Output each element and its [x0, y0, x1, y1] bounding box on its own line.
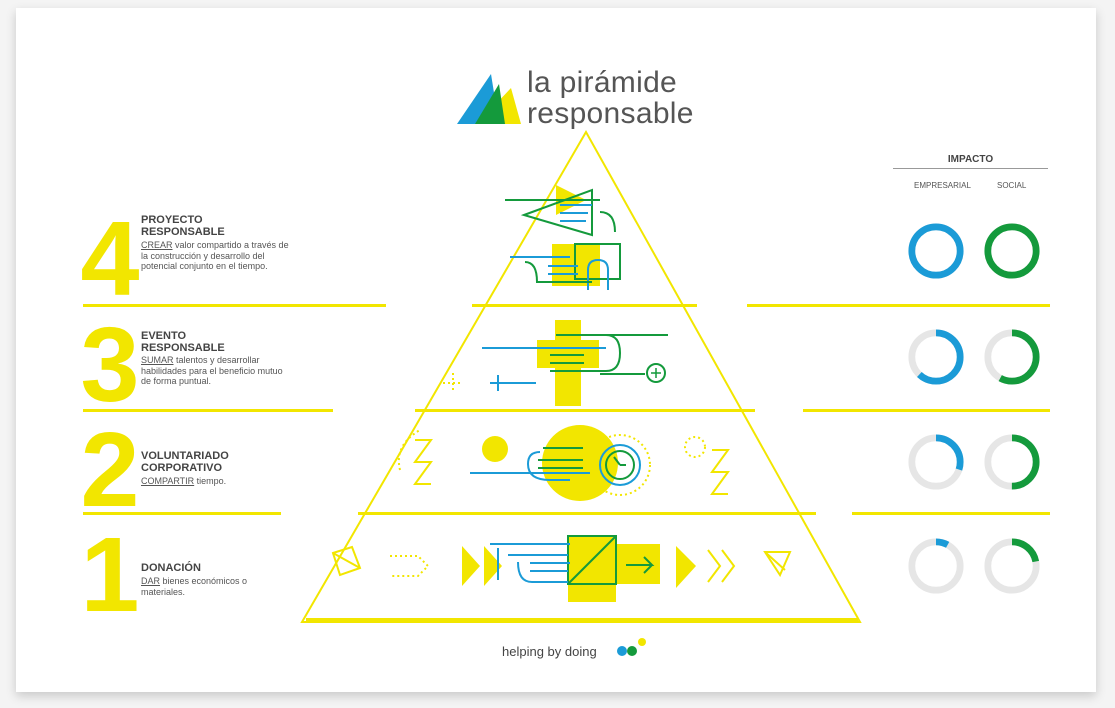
- divider-left-4: [83, 304, 386, 307]
- level-4-description: CREAR valor compartido a través de la co…: [141, 240, 291, 272]
- level-2-verb: COMPARTIR: [141, 476, 195, 486]
- impact-heading-rule: [893, 168, 1048, 169]
- ring-social-1: [984, 538, 1040, 594]
- ring-social-4: [984, 223, 1040, 279]
- footer-tagline: helping by doing: [502, 644, 597, 659]
- divider-right-2: [852, 512, 1050, 515]
- level-3-title-line2: RESPONSABLE: [141, 342, 225, 354]
- ring-social-3: [984, 329, 1040, 385]
- divider-center-3: [415, 409, 755, 412]
- level-number-1: 1: [80, 516, 140, 634]
- level-2-illustration: [398, 425, 730, 501]
- ring-empresarial-1: [908, 538, 964, 594]
- divider-left-3: [83, 409, 333, 412]
- ring-empresarial-2: [908, 434, 964, 490]
- level-4-desc-rest: valor compartido a través de la construc…: [141, 240, 289, 271]
- footer-logo-dots: [617, 638, 646, 656]
- level-1-illustration: [331, 535, 792, 602]
- title-line-1: la pirámide: [527, 66, 678, 99]
- level-4-title-line2: RESPONSABLE: [141, 226, 225, 238]
- ring-social-2: [984, 434, 1040, 490]
- ring-empresarial-3: [908, 329, 964, 385]
- level-1-title-line1: DONACIÓN: [141, 562, 201, 574]
- level-3-verb: SUMAR: [141, 355, 174, 365]
- title-line-2: responsable: [527, 97, 694, 130]
- level-4-illustration: [505, 185, 621, 290]
- ring-empresarial-4: [908, 223, 964, 279]
- divider-right-4: [747, 304, 1050, 307]
- divider-right-3: [803, 409, 1050, 412]
- divider-base: [306, 618, 858, 621]
- level-number-3: 3: [80, 306, 140, 424]
- pyramid-logo: [457, 74, 521, 124]
- impact-col-empresarial: EMPRESARIAL: [914, 181, 971, 190]
- level-2-desc-rest: tiempo.: [194, 476, 227, 486]
- impact-heading: IMPACTO: [947, 154, 994, 165]
- level-2-description: COMPARTIR tiempo.: [141, 476, 291, 487]
- impact-col-social: SOCIAL: [997, 181, 1027, 190]
- level-number-4: 4: [80, 200, 140, 318]
- divider-center-4: [472, 304, 697, 307]
- level-2-title-line2: CORPORATIVO: [141, 462, 223, 474]
- divider-left-2: [83, 512, 281, 515]
- level-4-title-line1: PROYECTO: [141, 214, 203, 226]
- level-3-description: SUMAR talentos y desarrollar habilidades…: [141, 355, 291, 387]
- level-1-description: DAR bienes económicos o materiales.: [141, 576, 291, 597]
- level-3-title-line1: EVENTO: [141, 330, 187, 342]
- level-3-illustration: [443, 320, 668, 406]
- divider-center-2: [358, 512, 816, 515]
- level-number-2: 2: [80, 411, 140, 529]
- level-1-desc-rest: bienes económicos o materiales.: [141, 576, 248, 597]
- level-4-verb: CREAR: [141, 240, 173, 250]
- level-3-desc-rest: talentos y desarrollar habilidades para …: [141, 355, 283, 386]
- level-1-verb: DAR: [141, 576, 161, 586]
- level-2-title-line1: VOLUNTARIADO: [141, 450, 229, 462]
